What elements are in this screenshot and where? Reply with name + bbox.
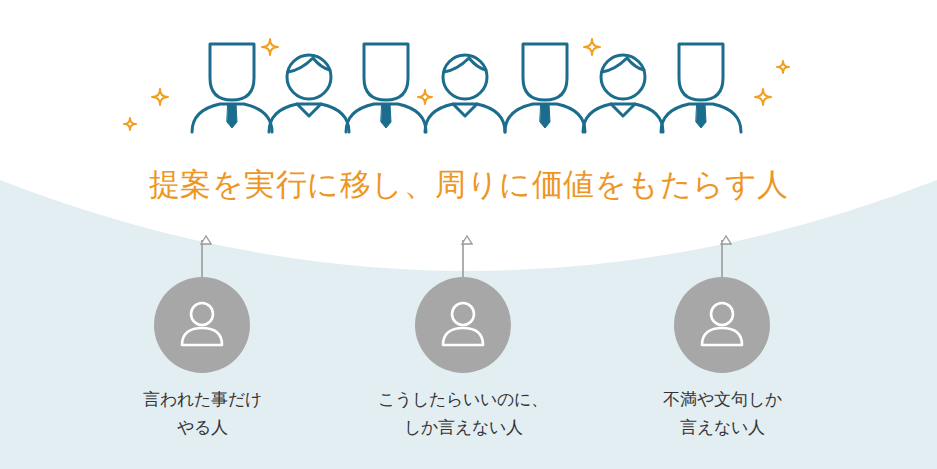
sparkle xyxy=(152,89,168,105)
person-circle: 言われた事だけ やる人 xyxy=(154,277,250,373)
woman-icon xyxy=(269,55,349,132)
sparkles xyxy=(124,39,789,130)
sparkle xyxy=(584,39,600,55)
ideal-group: 提案を実行に移し、周りに価値をもたらす人 xyxy=(110,158,827,240)
people-row xyxy=(192,44,741,132)
person-icon xyxy=(415,277,511,373)
sparkle xyxy=(418,90,432,104)
person-label: 言われた事だけ やる人 xyxy=(143,385,262,441)
up-arrow xyxy=(721,240,723,277)
person-icon xyxy=(674,277,770,373)
person-label: 不満や文句しか 言えない人 xyxy=(663,385,782,441)
sparkle xyxy=(124,118,136,130)
ground-arc xyxy=(0,180,937,469)
man-icon xyxy=(192,44,272,132)
person-circle: こうしたらいいのに、 しか言えない人 xyxy=(415,277,511,373)
heading-text: 提案を実行に移し、周りに価値をもたらす人 xyxy=(110,158,827,206)
woman-icon xyxy=(425,55,505,132)
person-label: こうしたらいいのに、 しか言えない人 xyxy=(378,385,548,441)
person-circle: 不満や文句しか 言えない人 xyxy=(674,277,770,373)
man-icon xyxy=(661,44,741,132)
sparkle xyxy=(777,61,789,73)
up-arrow xyxy=(201,240,203,277)
sparkle xyxy=(262,39,278,55)
woman-icon xyxy=(583,55,663,132)
man-icon xyxy=(505,44,585,132)
sparkle xyxy=(755,89,771,105)
man-icon xyxy=(346,44,426,132)
up-arrow xyxy=(462,240,464,277)
person-icon xyxy=(154,277,250,373)
